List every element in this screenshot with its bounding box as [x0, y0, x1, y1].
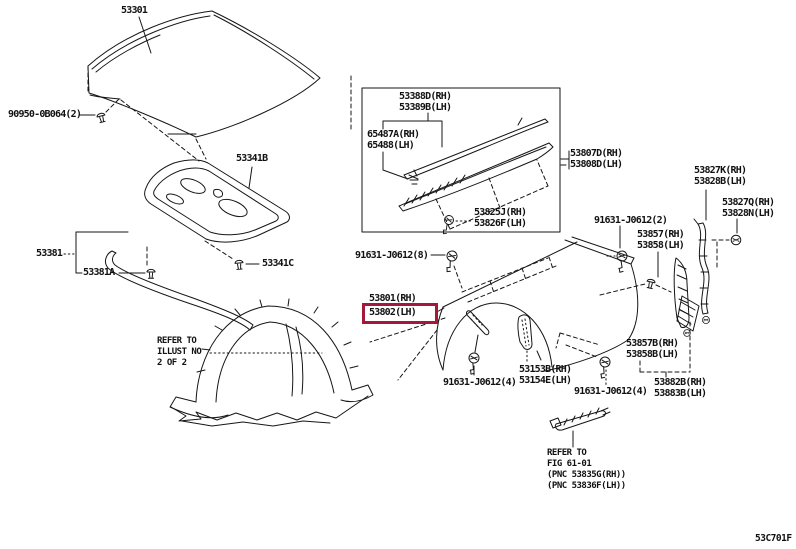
- label-stiffener-b: 53857B(RH) 53858B(LH): [626, 338, 679, 360]
- label-hood-seal-clip[interactable]: 53381A: [83, 267, 115, 278]
- label-hood-panel[interactable]: 53301: [121, 5, 148, 16]
- label-bracket-bolt-rear[interactable]: 91631-J0612(4): [574, 386, 648, 397]
- note-line: REFER TO: [547, 448, 587, 458]
- part-number-lh[interactable]: 53828B(LH): [694, 175, 747, 187]
- label-molding: 53388D(RH) 53389B(LH): [399, 91, 452, 113]
- part-number-lh[interactable]: 53808D(LH): [570, 158, 623, 170]
- note-line: (PNC 53835G(RH)): [547, 470, 626, 480]
- hood-panel-drawing: [79, 10, 321, 162]
- part-number-rh[interactable]: 53857(RH): [637, 229, 685, 240]
- hood-insulator-drawing: [144, 159, 290, 271]
- note-refer-illust: REFER TO ILLUST NO 2 OF 2: [157, 336, 202, 369]
- part-number-rh[interactable]: 53857B(RH): [626, 338, 679, 349]
- label-brace: 53882B(RH) 53883B(LH): [654, 377, 707, 399]
- fender-brackets-drawing: [466, 310, 612, 386]
- hood-weatherstrip-drawing: [63, 231, 254, 331]
- highlight-box[interactable]: 53802(LH): [362, 303, 438, 324]
- part-number-lh[interactable]: 53154E(LH): [519, 374, 572, 386]
- part-number-lh[interactable]: 53826F(LH): [474, 217, 527, 229]
- part-number-rh[interactable]: 53807D(RH): [570, 148, 623, 159]
- apron-stiffeners-drawing: [606, 189, 742, 378]
- label-fender-rh[interactable]: 53801(RH): [369, 293, 417, 304]
- note-line: REFER TO: [157, 336, 197, 346]
- note-refer-fig: REFER TO FIG 61-01 (PNC 53835G(RH)) (PNC…: [547, 448, 626, 492]
- label-hood-seal[interactable]: 53381: [36, 248, 63, 259]
- part-number-rh[interactable]: 53882B(RH): [654, 377, 707, 388]
- note-line: FIG 61-01: [547, 459, 592, 469]
- part-number-rh[interactable]: 65487A(RH): [367, 129, 420, 140]
- label-pad-clip: 53827Q(RH) 53828N(LH): [722, 197, 775, 219]
- label-insulator-clip[interactable]: 53341C: [262, 258, 294, 269]
- label-fender-lh[interactable]: 53802(LH): [369, 307, 417, 319]
- part-number-lh[interactable]: 53883B(LH): [654, 387, 707, 399]
- note-line: ILLUST NO: [157, 347, 202, 357]
- cowl-ledge-drawing: [549, 407, 611, 448]
- label-hood-insulator[interactable]: 53341B: [236, 153, 268, 164]
- label-molding-screw: 53825J(RH) 53826F(LH): [474, 207, 527, 229]
- part-number-rh[interactable]: 53827Q(RH): [722, 197, 775, 208]
- diagram-code: 53C701F: [755, 533, 792, 544]
- label-bracket-bolt-front[interactable]: 91631-J0612(4): [443, 377, 517, 388]
- part-number-lh[interactable]: 65488(LH): [367, 139, 415, 151]
- label-protector: 53807D(RH) 53808D(LH): [570, 148, 623, 170]
- moldings-box-drawing: [350, 75, 570, 236]
- label-apron-bolt[interactable]: 91631-J0612(2): [594, 215, 668, 226]
- note-line: (PNC 53836F(LH)): [547, 481, 626, 491]
- label-fender-bolt[interactable]: 91631-J0612(8): [355, 250, 429, 261]
- part-number-rh[interactable]: 53827K(RH): [694, 165, 747, 176]
- label-hood-clip[interactable]: 90950-0B064(2): [8, 109, 82, 120]
- part-number-lh[interactable]: 53858B(LH): [626, 348, 679, 360]
- part-number-rh[interactable]: 53388D(RH): [399, 91, 452, 102]
- fender-drawing: [369, 236, 646, 381]
- fender-liner-drawing: [169, 298, 374, 427]
- part-number-rh[interactable]: 53153B(RH): [519, 364, 572, 375]
- part-number-lh[interactable]: 53389B(LH): [399, 101, 452, 113]
- note-line: 2 OF 2: [157, 358, 187, 368]
- part-number-lh[interactable]: 53828N(LH): [722, 207, 775, 219]
- label-stiffener: 53857(RH) 53858(LH): [637, 229, 685, 251]
- part-number-rh[interactable]: 53825J(RH): [474, 207, 527, 218]
- label-pad: 53827K(RH) 53828B(LH): [694, 165, 747, 187]
- part-number-lh[interactable]: 53858(LH): [637, 239, 685, 251]
- label-molding-clip: 65487A(RH) 65488(LH): [367, 129, 420, 151]
- label-bracket: 53153B(RH) 53154E(LH): [519, 364, 572, 386]
